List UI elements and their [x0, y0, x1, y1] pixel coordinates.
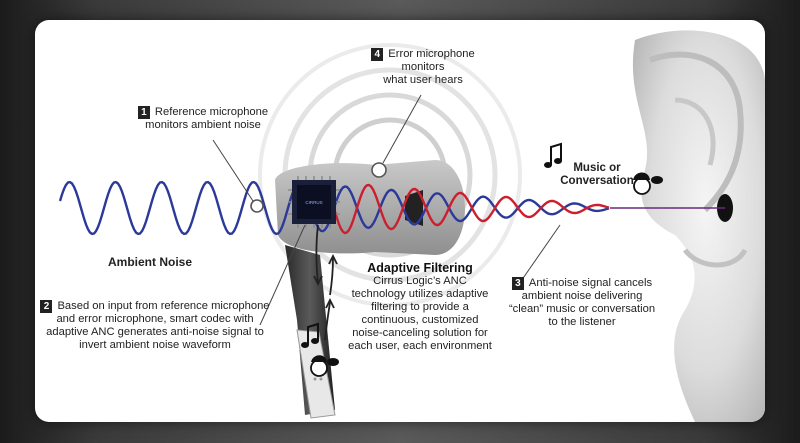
step-2-number: 2 [40, 300, 53, 313]
music-label-line-1: Music or [573, 162, 621, 174]
step-2-line-2: and error microphone, smart codec with [56, 313, 254, 325]
step-1-line-2: monitors ambient noise [145, 119, 261, 131]
diagram-card: CIRRUS [35, 20, 765, 422]
step-2-line-3: adaptive ANC generates anti-noise signal… [46, 326, 264, 338]
callout-lines [212, 94, 561, 326]
step-4-callout: 4 Error microphone monitors what user hea… [353, 48, 493, 87]
step-4-number: 4 [371, 48, 384, 61]
step-3-line-3: “clean” music or conversation [508, 303, 656, 315]
music-conversation-label: Music or Conversation [557, 162, 637, 188]
anc-diagram-graphic: CIRRUS [58, 30, 765, 422]
adaptive-line-1: Cirrus Logic’s ANC [373, 275, 467, 287]
adaptive-line-6: each user, each environment [348, 340, 492, 352]
person-speaking-icon [310, 355, 339, 377]
reference-microphone-icon [250, 199, 264, 213]
step-3-number: 3 [511, 277, 524, 290]
step-2-line-4: invert ambient noise waveform [79, 339, 231, 351]
chip-icon: CIRRUS [288, 176, 340, 228]
step-3-line-1: Anti-noise signal cancels [528, 277, 653, 289]
adaptive-filtering-title: Adaptive Filtering [367, 261, 473, 275]
adaptive-line-2: technology utilizes adaptive [351, 288, 489, 300]
adaptive-line-4: continuous, customized [361, 314, 479, 326]
step-2-line-1: Based on input from reference microphone [57, 300, 270, 312]
music-label-line-2: Conversation [560, 175, 634, 187]
step-1-callout: 1 Reference microphone monitors ambient n… [123, 106, 283, 132]
step-1-number: 1 [137, 106, 150, 119]
step-4-line-1: Error microphone monitors [388, 48, 475, 73]
ambient-noise-label: Ambient Noise [107, 255, 192, 269]
step-2-callout: 2 Based on input from reference microphon… [35, 300, 275, 352]
music-note-icon [544, 142, 562, 168]
adaptive-filtering-block: Adaptive Filtering Cirrus Logic’s ANC te… [335, 262, 505, 353]
error-microphone-icon [371, 162, 387, 178]
step-4-line-2: what user hears [383, 74, 463, 86]
step-1-line-1: Reference microphone [154, 106, 269, 118]
step-3-line-4: to the listener [548, 316, 616, 328]
music-note-icon [301, 322, 319, 348]
svg-text:CIRRUS: CIRRUS [305, 200, 322, 205]
person-speaking-icon [633, 172, 663, 195]
ear-icon [632, 30, 765, 422]
signal-arrows [313, 224, 338, 341]
step-3-callout: 3 Anti-noise signal cancels ambient noise… [497, 277, 667, 329]
adaptive-line-3: filtering to provide a [371, 301, 469, 313]
anti-noise-wave [333, 183, 610, 235]
step-3-line-2: ambient noise delivering [521, 290, 643, 302]
adaptive-line-5: noise-canceling solution for [352, 327, 488, 339]
